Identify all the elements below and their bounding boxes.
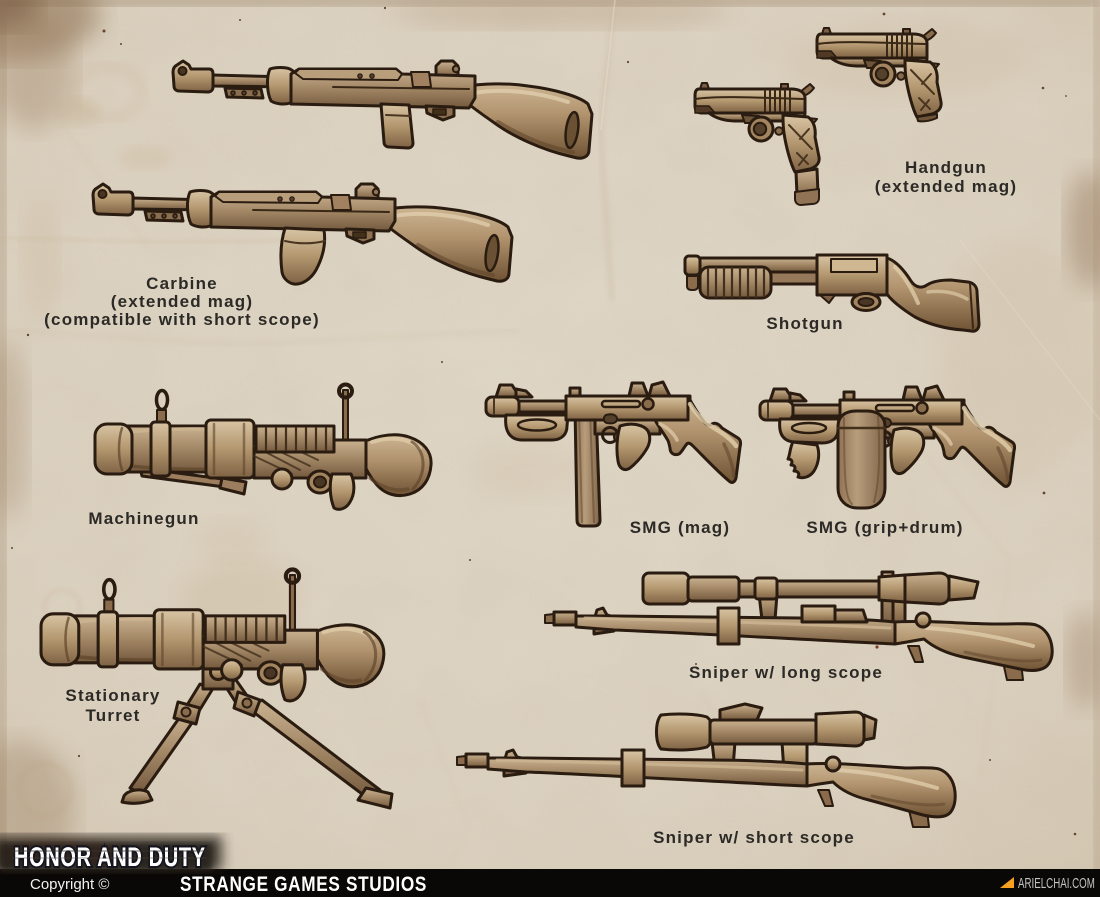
svg-text:Carbine: Carbine: [146, 274, 218, 293]
svg-text:SMG (grip+drum): SMG (grip+drum): [806, 518, 963, 537]
svg-text:Sniper w/ long scope: Sniper w/ long scope: [689, 663, 883, 682]
svg-text:Handgun: Handgun: [905, 158, 987, 177]
svg-text:Sniper w/ short scope: Sniper w/ short scope: [653, 828, 855, 847]
svg-text:HONOR AND DUTY: HONOR AND DUTY: [14, 842, 206, 871]
svg-text:ARIELCHAI.COM: ARIELCHAI.COM: [1018, 875, 1095, 892]
svg-text:(extended mag): (extended mag): [875, 177, 1017, 196]
svg-text:(extended mag): (extended mag): [111, 292, 253, 311]
svg-text:(compatible with short scope): (compatible with short scope): [44, 310, 320, 329]
svg-text:Turret: Turret: [85, 706, 140, 725]
svg-text:Copyright ©: Copyright ©: [30, 876, 109, 893]
svg-text:Machinegun: Machinegun: [88, 509, 199, 528]
svg-text:Stationary: Stationary: [65, 686, 160, 705]
svg-text:STRANGE GAMES STUDIOS: STRANGE GAMES STUDIOS: [180, 874, 427, 897]
svg-text:Shotgun: Shotgun: [766, 314, 843, 333]
svg-text:HONOR AND DUTY: HONOR AND DUTY: [14, 842, 206, 871]
svg-text:SMG (mag): SMG (mag): [630, 518, 731, 537]
